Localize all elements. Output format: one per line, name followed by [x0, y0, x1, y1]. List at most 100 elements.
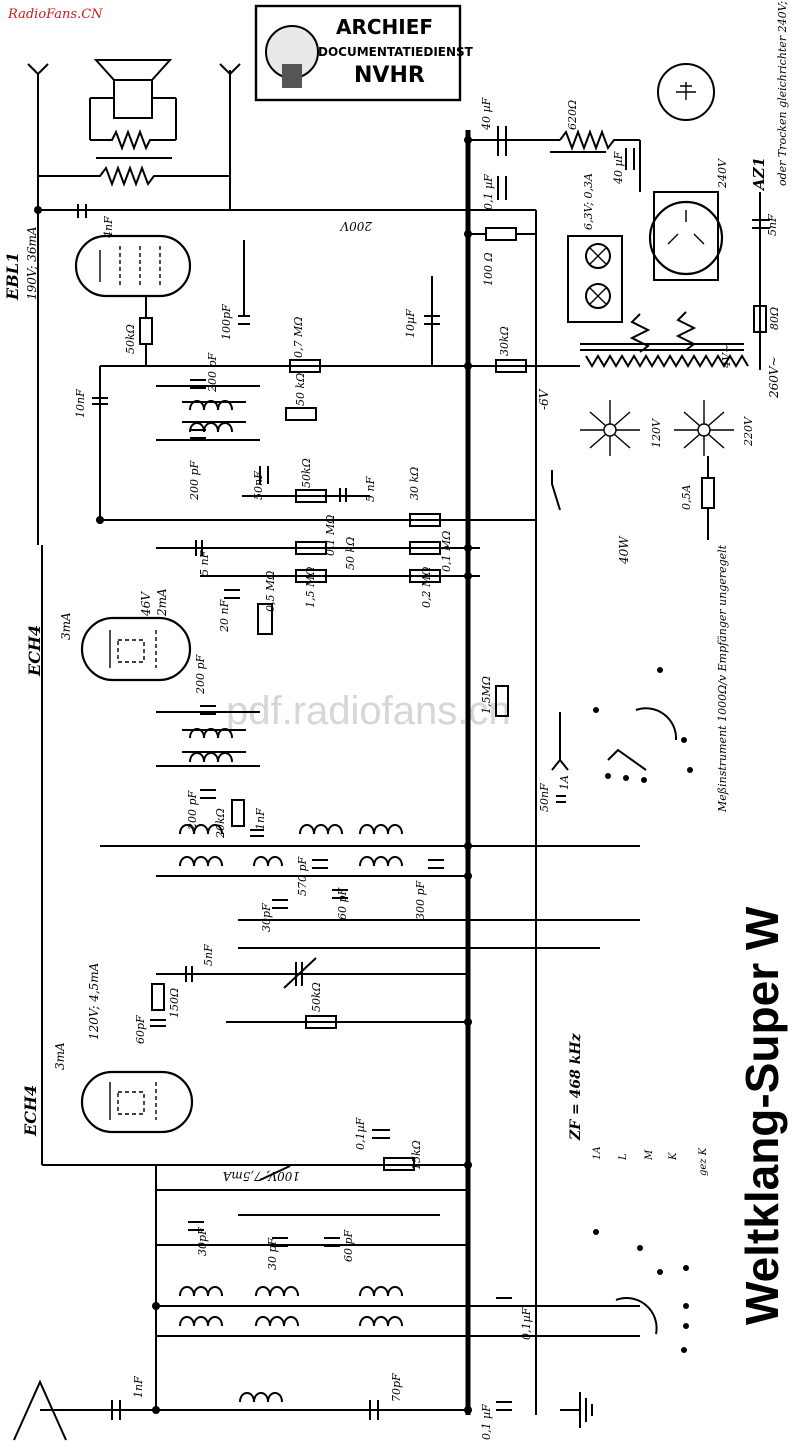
tube-ech4-if: [80, 616, 192, 682]
diagram-title: Weltklang-Super W: [736, 906, 788, 1325]
antenna-top-right-icon: [219, 63, 241, 76]
volume-pot[interactable]: [295, 489, 327, 503]
fuse-label: 0,5A: [680, 485, 693, 510]
cap-70p-label: 70pF: [390, 1373, 403, 1402]
antenna-top-left-icon: [27, 63, 49, 76]
antenna-coil-icon: [239, 1392, 283, 1403]
cap-20nf-label: 20 nF: [218, 599, 231, 633]
band-label-1a: 1A: [592, 1146, 603, 1160]
band-label-l: L: [618, 1153, 629, 1161]
fuse-icon: [701, 477, 715, 509]
heater-label: 4V~: [720, 344, 733, 369]
tap120-label: 120V: [650, 418, 663, 448]
zf-label: ZF = 468 kHz: [568, 1032, 584, 1141]
output-transformer: [38, 157, 230, 187]
rectifier-socket-icon: [657, 63, 715, 121]
cap-100pf-label: 100pF: [220, 304, 233, 340]
band-label-m: M: [644, 1149, 655, 1161]
stamp-line1: ARCHIEF: [336, 15, 433, 39]
meter-range-label: 1A: [558, 775, 571, 790]
tube-ebl1: [74, 234, 192, 298]
power-label: 40W: [617, 535, 631, 565]
cap-60pc-label: 60 pF: [342, 1229, 355, 1262]
osc-rating-label: 100V; 7,5mA: [222, 1169, 300, 1183]
tube-ech4-if-current: 3mA: [59, 612, 73, 640]
tube-ech4-mixer: [80, 1070, 194, 1134]
res-620-label: 620Ω: [566, 100, 579, 130]
res-50kc-label: 50 kΩ: [344, 537, 357, 570]
tube-az1-note: oder Trocken gleichrichter 240V; 60mA: [776, 0, 789, 186]
archive-stamp: ARCHIEF DOCUMENTATIEDIENST NVHR: [254, 4, 474, 102]
res-50kd-label: 50kΩ: [310, 982, 323, 1012]
res-15-label: 1,5 MΩ: [304, 567, 317, 608]
ground-icon: [560, 1392, 593, 1428]
pot-50k-label: 50kΩ: [300, 458, 313, 488]
antenna-input-icon: [13, 1379, 67, 1441]
osc-tuning-cap-icon: [283, 957, 317, 989]
tube-az1: [648, 191, 724, 281]
voltage-selector-right-icon: [674, 400, 734, 456]
cap-1nf-label: 1nF: [254, 808, 267, 830]
cap-01c-label: 0,1µF: [520, 1307, 533, 1340]
cap-01b-label: 0,1µF: [354, 1117, 367, 1150]
cap-50nfb-label: 50nF: [538, 783, 551, 812]
cap-01d-label: 0,1 µF: [480, 1404, 493, 1440]
cap-5nf-label: 5 nF: [364, 476, 377, 502]
res-20k-label: 20kΩ: [214, 808, 227, 839]
res-100-label: 100 Ω: [482, 252, 495, 286]
res-30kb-label: 30 kΩ: [408, 467, 421, 500]
tube-ebl1-label: EBL1: [3, 252, 22, 301]
res-01a-label: 0,1 MΩ: [324, 515, 337, 556]
cap-60pb-label: 60pF: [134, 1015, 147, 1044]
tap240-label: 240V: [716, 158, 729, 189]
cap-5nfc-label: 5nF: [202, 944, 215, 966]
tube-ech4-mixer-rating: 120V; 4,5mA: [87, 962, 101, 1040]
res-150-label: 150Ω: [168, 988, 181, 1018]
cap-4nf-label: 4nF: [102, 216, 115, 239]
if-transformer-1: [156, 711, 260, 767]
meter-note: Meßinstrument 1000Ω/v Empfänger ungerege…: [716, 544, 729, 813]
res-15m-label: 1,5MΩ: [480, 676, 493, 714]
dial-lamp-icon: [585, 243, 611, 269]
pot-05-label: 0,5 MΩ: [264, 571, 277, 612]
cap-10uf-label: 10µF: [404, 309, 417, 338]
cap-30pb-label: 30pF: [196, 1227, 209, 1256]
voltage-selector-left-icon: [580, 400, 640, 456]
tube-az1-label: AZ1: [750, 157, 768, 192]
res-50k-if-label: 50 kΩ: [294, 373, 307, 406]
res-02-label: 0,2 MΩ: [420, 567, 433, 608]
cap-30pc-label: 30 pF: [266, 1237, 279, 1270]
cap-200c-label: 200 pF: [194, 654, 207, 695]
rf-coils-antenna: [179, 1286, 403, 1327]
res-07m-label: 0,7 MΩ: [292, 317, 305, 358]
cap-570-label: 570 pF: [296, 856, 309, 896]
cap-30p-label: 30pF: [260, 903, 273, 932]
cap-10nf-label: 10nF: [74, 389, 87, 418]
cap-200d-label: 200 pF: [186, 790, 199, 831]
res-50k-ebl-label: 50kΩ: [124, 324, 137, 354]
band-switch-lower[interactable]: [593, 1229, 689, 1353]
lamp-label: 6,3V; 0,3A: [582, 173, 595, 230]
rf-coils-osc: [179, 824, 403, 867]
cap-50nf-label: 50nF: [252, 471, 265, 500]
tube-ech4-if-label: ECH4: [25, 625, 44, 677]
tube-ech4-mixer-current: 3mA: [53, 1042, 67, 1070]
stamp-line2: DOCUMENTATIEDIENST: [318, 45, 474, 59]
res-80-label: 80Ω: [768, 307, 781, 330]
stamp-line3: NVHR: [354, 63, 425, 88]
cap-300-label: 300 pF: [414, 880, 427, 920]
res-01b-label: 0,1 MΩ: [440, 531, 453, 572]
tone-pot[interactable]: [257, 603, 273, 635]
cap-200a-label: 200 pF: [206, 352, 219, 393]
speaker-icon: [89, 59, 177, 151]
cap-60p-label: 60 pF: [336, 887, 349, 920]
power-switch-icon: [551, 470, 561, 511]
voltage-selector[interactable]: [580, 400, 734, 456]
band-switch-upper[interactable]: [593, 667, 693, 783]
band-label-k: K: [668, 1152, 679, 1161]
tube-ech4-mixer-label: ECH4: [21, 1085, 40, 1137]
cap-5nf-rect-label: 5nF: [766, 214, 779, 236]
source-tag: RadioFans.CN: [7, 7, 103, 22]
cap-40b-label: 40 µF: [612, 151, 625, 185]
